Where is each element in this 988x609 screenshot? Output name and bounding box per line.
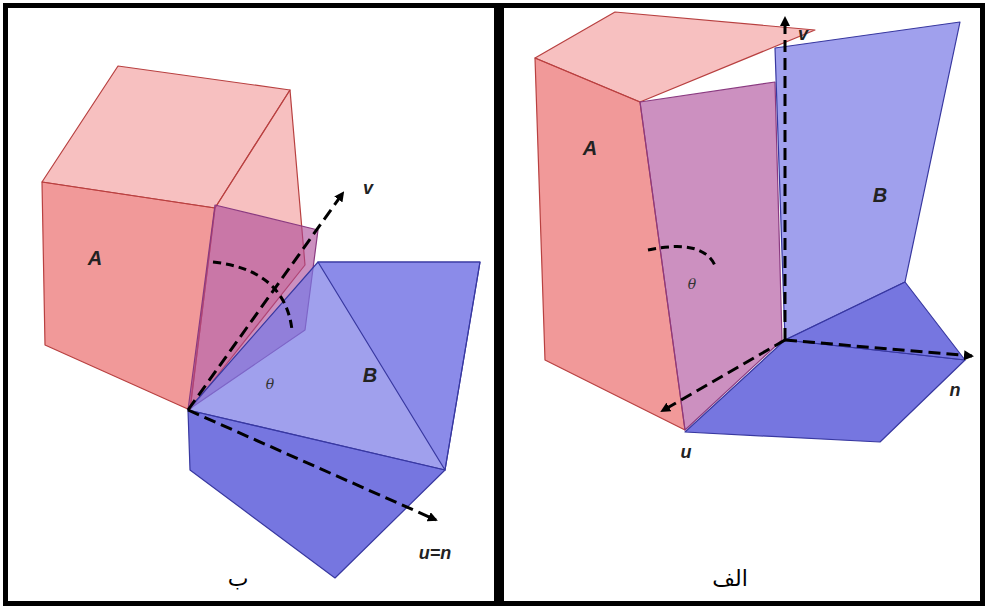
- n-axis: [785, 340, 972, 356]
- prism-outline: [184, 256, 486, 584]
- prism-b: B: [184, 256, 486, 584]
- prism-label: B: [873, 184, 887, 207]
- angle-label: θ: [688, 276, 696, 292]
- v-axis: [188, 193, 343, 410]
- axis-label: u: [681, 442, 692, 463]
- prism-face: [775, 22, 960, 340]
- axis-label: u=n: [419, 543, 452, 564]
- v-axis: [784, 18, 787, 340]
- prism-face: [188, 410, 445, 578]
- u-axis: [188, 410, 436, 520]
- prism-label: A: [88, 247, 102, 270]
- angle-arc: [648, 247, 716, 268]
- axis-label: v: [798, 24, 808, 45]
- prism-face: [318, 262, 480, 470]
- panel-label: الف: [712, 566, 748, 591]
- prism-label: B: [363, 364, 377, 387]
- axis-label: n: [950, 380, 961, 401]
- axis-label: v: [363, 178, 373, 199]
- prism-b: B: [680, 16, 972, 448]
- figure-panel: الف A B: [499, 3, 985, 606]
- angle-label: θ: [266, 376, 274, 392]
- prism-label: A: [583, 137, 597, 160]
- prism-face: [42, 182, 215, 410]
- prism-outline: [680, 16, 972, 448]
- angle-arc: [213, 262, 292, 330]
- u-axis: [662, 340, 785, 411]
- panel-label: ب: [228, 566, 249, 591]
